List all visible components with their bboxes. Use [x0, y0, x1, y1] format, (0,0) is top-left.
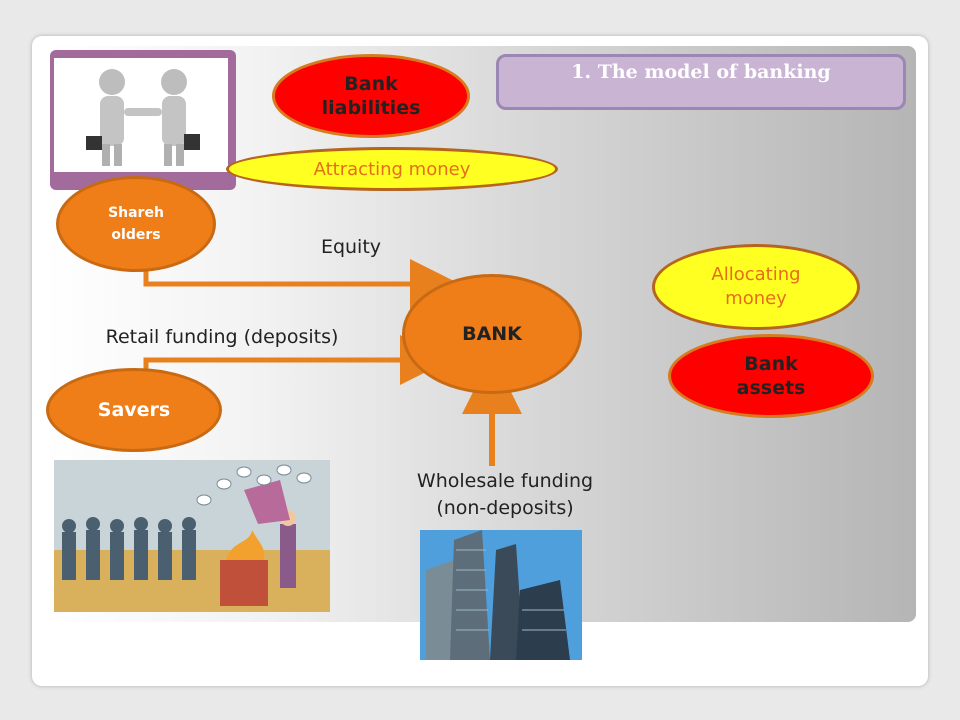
bank-node: BANK: [402, 274, 582, 394]
bank-liabilities-node: Bank liabilities: [272, 54, 470, 138]
slide-title: 1. The model of banking: [571, 61, 831, 83]
attracting-money-label: Attracting money: [313, 158, 471, 180]
shareholders-node: Shareh olders: [56, 176, 216, 272]
bank-label: BANK: [462, 323, 522, 345]
slide-title-box: 1. The model of banking: [496, 54, 906, 110]
bank-assets-label: Bank assets: [736, 353, 806, 399]
shareholders-label: Shareh olders: [108, 205, 164, 243]
savers-cartoon-image: [54, 460, 330, 612]
retail-funding-arrow: [143, 335, 450, 385]
equity-label: Equity: [320, 236, 382, 258]
wholesale-funding-label: Wholesale funding (non-deposits): [416, 470, 594, 519]
retail-funding-label: Retail funding (deposits): [105, 326, 339, 348]
attracting-money-node: Attracting money: [226, 147, 558, 191]
allocating-money-node: Allocating money: [652, 244, 860, 330]
skyscrapers-image: [420, 530, 582, 660]
bank-liabilities-label: Bank liabilities: [321, 73, 421, 119]
savers-node: Savers: [46, 368, 222, 452]
savers-label: Savers: [97, 399, 171, 421]
bank-assets-node: Bank assets: [668, 334, 874, 418]
handshake-photo: [50, 50, 236, 190]
allocating-money-label: Allocating money: [711, 264, 801, 309]
